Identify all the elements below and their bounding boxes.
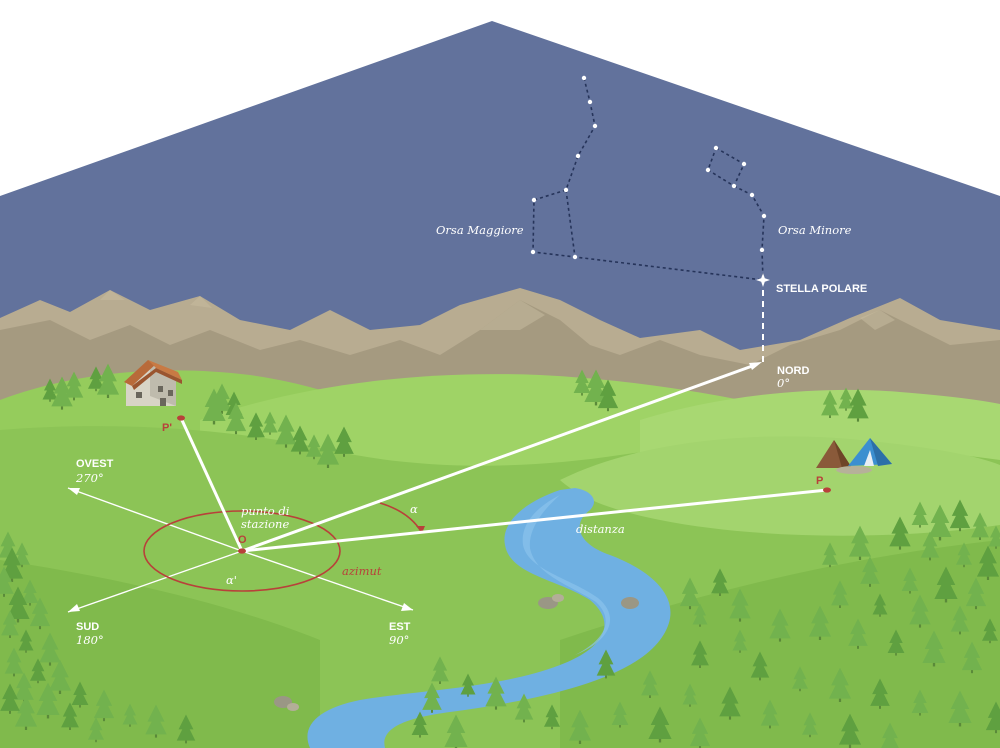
west-degrees: 270° bbox=[75, 471, 104, 485]
tents bbox=[816, 438, 892, 474]
station-label-line2: stazione bbox=[241, 517, 289, 531]
alpha-prime-label: α' bbox=[226, 573, 237, 587]
point-p-marker bbox=[823, 487, 831, 493]
distance-label: distanza bbox=[576, 522, 625, 536]
west-label: OVEST bbox=[76, 458, 114, 470]
azimuth-label: azimut bbox=[342, 564, 382, 578]
origin-label: O bbox=[238, 534, 247, 546]
field-foreground bbox=[0, 540, 1000, 748]
station-label-line1: punto di bbox=[241, 504, 290, 518]
alpha-label: α bbox=[410, 502, 418, 516]
point-p-prime-marker bbox=[177, 415, 185, 421]
compass-lines bbox=[67, 487, 414, 613]
south-degrees: 180° bbox=[76, 633, 104, 647]
star-markers bbox=[530, 75, 767, 260]
direction-vectors bbox=[179, 363, 828, 553]
east-label: EST bbox=[389, 621, 411, 633]
little-dipper-label: Orsa Minore bbox=[778, 223, 852, 237]
azimuth-circle bbox=[143, 510, 341, 592]
north-arrowhead bbox=[749, 362, 762, 370]
compass-arrowheads bbox=[68, 488, 413, 612]
origin-point bbox=[238, 548, 246, 554]
river bbox=[307, 488, 671, 748]
field-right-light bbox=[560, 436, 1000, 536]
polaris-star-icon bbox=[756, 273, 770, 287]
big-dipper-label: Orsa Maggiore bbox=[436, 223, 524, 237]
east-degrees: 90° bbox=[389, 633, 409, 647]
polaris-label: STELLA POLARE bbox=[776, 283, 867, 295]
south-label: SUD bbox=[76, 621, 99, 633]
point-p-prime-label: P' bbox=[162, 422, 172, 434]
river-stones bbox=[274, 594, 639, 711]
point-p-label: P bbox=[816, 475, 823, 487]
mountain-hut bbox=[124, 360, 182, 406]
north-label: NORD bbox=[777, 365, 809, 377]
north-degrees: 0° bbox=[777, 376, 790, 390]
